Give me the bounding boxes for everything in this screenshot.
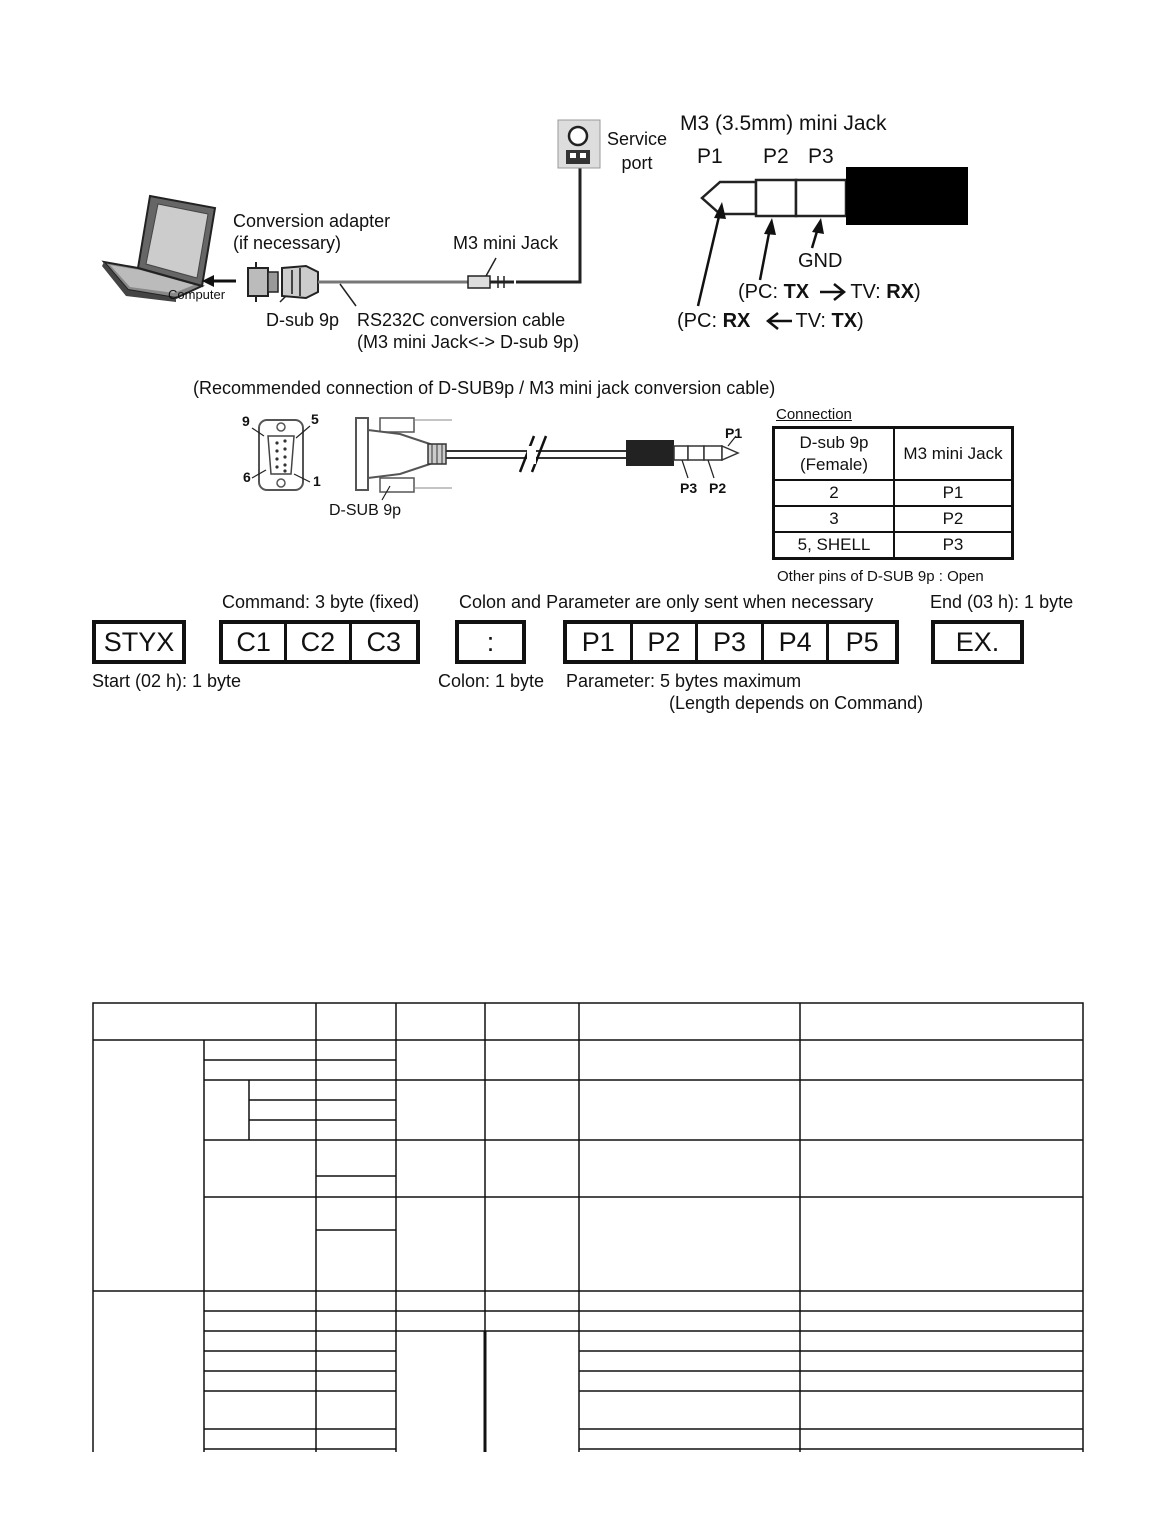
service-connection-line <box>516 168 582 284</box>
table-cell: 3 <box>772 505 895 533</box>
colon-label: Colon: 1 byte <box>438 671 545 691</box>
table-cell: P3 <box>893 531 1014 560</box>
command-box: C1 C2 C3 <box>219 620 420 664</box>
cable-with-break <box>446 435 740 479</box>
service-port-label: Service port <box>607 129 668 173</box>
table-cell: 5, SHELL <box>772 531 895 560</box>
parameter-byte: P3 <box>698 624 764 660</box>
table-row: 2 P1 <box>772 479 1014 507</box>
colon-box: : <box>455 620 526 664</box>
parameter-sub-label: (Length depends on Command) <box>669 693 924 713</box>
computer-label: Computer <box>168 287 226 302</box>
gnd-label: GND <box>798 250 843 272</box>
parameter-byte: P2 <box>633 624 699 660</box>
arrow-left-icon <box>202 275 236 287</box>
table-header-row: D-sub 9p (Female) M3 mini Jack <box>772 426 1014 481</box>
dsub-connector-icon <box>279 264 319 303</box>
recommended-caption: (Recommended connection of D-SUB9p / M3 … <box>193 378 776 398</box>
conversion-adapter-label: Conversion adapter <box>233 211 391 231</box>
dsub-side-icon <box>355 417 452 501</box>
pin-label-p3: P3 <box>808 145 834 168</box>
dsub-face-icon <box>251 419 311 491</box>
table-header-cell: D-sub 9p (Female) <box>772 426 895 481</box>
arrow-left-icon <box>765 312 792 330</box>
pin-label-p1: P1 <box>697 145 723 168</box>
start-label: Start (02 h): 1 byte <box>92 671 242 691</box>
mini-jack-plug-icon <box>467 257 514 289</box>
start-byte: STYX <box>103 626 175 657</box>
pin-number-6: 6 <box>243 469 251 485</box>
table-header-cell: M3 mini Jack <box>893 426 1014 481</box>
spec-table-grid <box>92 1002 1084 1484</box>
parameter-label: Parameter: 5 bytes maximum <box>566 671 802 691</box>
start-byte-box: STYX <box>92 620 186 664</box>
rx-signal-line: (PC: RX TV: TX) <box>677 310 864 332</box>
arrow-right-icon <box>820 283 847 301</box>
command-byte: C1 <box>223 624 288 660</box>
command-byte: C3 <box>366 626 402 657</box>
plug-pin-p1: P1 <box>725 425 743 441</box>
plug-pin-p2: P2 <box>709 480 727 496</box>
command-byte: C2 <box>287 624 352 660</box>
end-byte: EX. <box>955 626 1000 657</box>
pin-number-1: 1 <box>313 473 321 489</box>
pin-number-9: 9 <box>242 413 250 429</box>
table-row: 3 P2 <box>772 505 1014 533</box>
parameter-box: P1 P2 P3 P4 P5 <box>563 620 899 664</box>
cable-label: RS232C conversion cable <box>357 310 566 330</box>
plug-pin-p3: P3 <box>680 480 698 496</box>
pin-number-5: 5 <box>311 411 319 427</box>
laptop-icon <box>101 194 217 302</box>
colon-param-label: Colon and Parameter are only sent when n… <box>459 592 874 612</box>
cable-sub-label: (M3 mini Jack<-> D-sub 9p) <box>357 332 580 352</box>
parameter-byte: P5 <box>845 626 879 657</box>
dsub-9p-label: D-SUB 9p <box>329 502 402 519</box>
m3-jack-diagram <box>696 167 968 307</box>
tx-signal-line: (PC: TX TV: RX) <box>738 281 921 303</box>
colon-byte: : <box>486 626 495 657</box>
end-byte-box: EX. <box>931 620 1024 664</box>
service-port-icon <box>557 119 601 169</box>
table-cell: 2 <box>772 479 895 507</box>
end-label: End (03 h): 1 byte <box>930 592 1074 612</box>
dsub-label: D-sub 9p <box>266 310 340 330</box>
table-row: 5, SHELL P3 <box>772 531 1014 560</box>
other-pins-note: Other pins of D-SUB 9p : Open <box>777 568 984 585</box>
table-cell: P1 <box>893 479 1014 507</box>
connection-table: D-sub 9p (Female) M3 mini Jack 2 P1 3 P2… <box>772 426 1014 560</box>
command-label: Command: 3 byte (fixed) <box>222 592 420 612</box>
conversion-adapter-icon <box>247 262 279 302</box>
mini-jack-label: M3 mini Jack <box>453 233 559 253</box>
jack-title: M3 (3.5mm) mini Jack <box>680 112 887 135</box>
table-cell: P2 <box>893 505 1014 533</box>
pin-label-p2: P2 <box>763 145 789 168</box>
parameter-byte: P1 <box>567 624 633 660</box>
connection-title: Connection <box>776 406 852 423</box>
if-necessary-label: (if necessary) <box>233 233 342 253</box>
parameter-byte: P4 <box>764 624 830 660</box>
